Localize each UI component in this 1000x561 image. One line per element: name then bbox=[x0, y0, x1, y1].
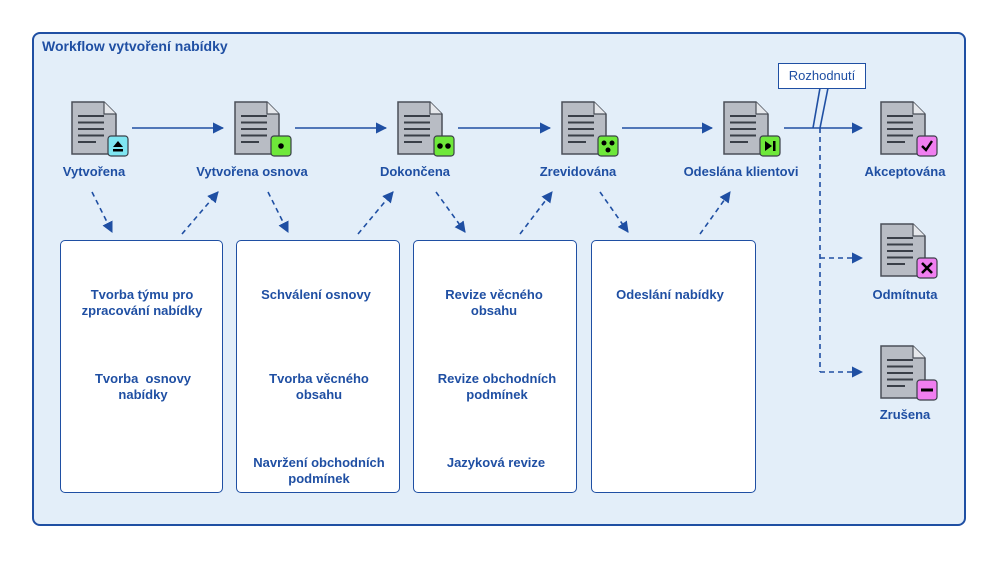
decision-callout bbox=[778, 63, 866, 89]
diagram-title: Workflow vytvoření nabídky bbox=[42, 38, 228, 54]
dashed-flow-arrow bbox=[599, 191, 629, 233]
decision-label: Rozhodnutí bbox=[788, 68, 856, 83]
check-badge-icon bbox=[916, 135, 938, 157]
dashed-flow-arrow bbox=[267, 191, 289, 234]
task-label-review-content: Revize věcného obsahu bbox=[445, 287, 543, 318]
two-dots-badge-icon bbox=[433, 135, 455, 157]
outcome-label-cancelled: Zrušena bbox=[879, 407, 931, 422]
callout-pointer bbox=[819, 87, 829, 129]
state-label-sent: Odeslána klientovi bbox=[683, 164, 799, 179]
document-icon bbox=[880, 223, 938, 279]
dashed-flow-arrow bbox=[435, 191, 466, 233]
document-icon bbox=[71, 101, 129, 157]
document-icon bbox=[397, 101, 455, 157]
state-label-completed: Dokončena bbox=[379, 164, 451, 179]
task-label-language: Jazyková revize bbox=[446, 455, 546, 470]
document-icon bbox=[880, 345, 938, 401]
outcome-label-rejected: Odmítnuta bbox=[872, 287, 938, 302]
state-label-reviewed: Zrevidována bbox=[539, 164, 617, 179]
dashed-flow-arrow bbox=[357, 191, 394, 235]
state-label-created: Vytvořena bbox=[62, 164, 126, 179]
next-badge-icon bbox=[759, 135, 781, 157]
task-panel-2 bbox=[236, 240, 400, 493]
callout-pointer bbox=[812, 87, 821, 129]
task-label-content: Tvorba věcného obsahu bbox=[269, 371, 369, 402]
task-label-terms: Navržení obchodních podmínek bbox=[253, 455, 385, 486]
cross-badge-icon bbox=[916, 257, 938, 279]
task-panel-4 bbox=[591, 240, 756, 493]
document-icon bbox=[723, 101, 781, 157]
outcome-label-accepted: Akceptována bbox=[864, 164, 946, 179]
document-icon bbox=[880, 101, 938, 157]
minus-badge-icon bbox=[916, 379, 938, 401]
document-icon bbox=[234, 101, 292, 157]
task-label-outline: Tvorba osnovy nabídky bbox=[94, 371, 192, 402]
one-dot-badge-icon bbox=[270, 135, 292, 157]
dashed-flow-arrow bbox=[699, 191, 731, 235]
eject-badge-icon bbox=[107, 135, 129, 157]
dashed-flow-arrow bbox=[91, 191, 113, 234]
dashed-flow-arrow bbox=[181, 191, 219, 235]
task-label-team: Tvorba týmu pro zpracování nabídky bbox=[81, 287, 203, 318]
task-label-review-terms: Revize obchodních podmínek bbox=[437, 371, 557, 402]
document-icon bbox=[561, 101, 619, 157]
task-label-send: Odeslání nabídky bbox=[616, 287, 724, 302]
task-panel-1 bbox=[60, 240, 223, 493]
dashed-flow-arrow bbox=[519, 191, 553, 235]
task-label-approve-outline: Schválení osnovy bbox=[261, 287, 371, 302]
three-dots-badge-icon bbox=[597, 135, 619, 157]
state-label-outline: Vytvořena osnova bbox=[196, 164, 308, 179]
task-panel-3 bbox=[413, 240, 577, 493]
